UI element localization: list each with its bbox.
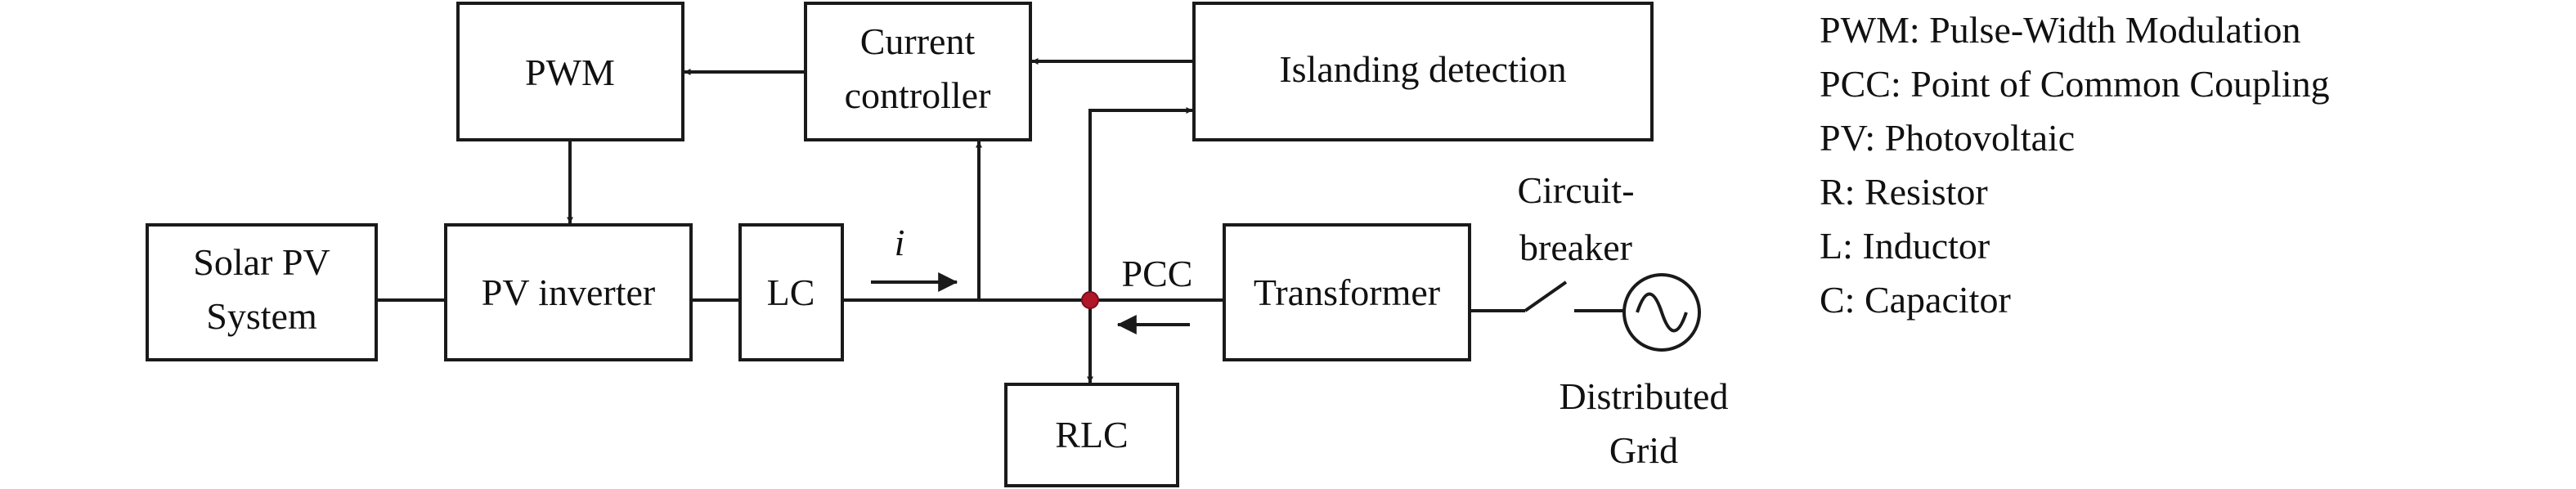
transformer-block: Transformer — [1223, 223, 1471, 361]
lc-block: LC — [738, 223, 844, 361]
pv-inverter-label: PV inverter — [482, 271, 656, 313]
solar-pv-system-label-line-1: Solar PV — [193, 241, 330, 283]
rlc-label: RLC — [1055, 414, 1128, 455]
circuit-breaker-label-line-2: breaker — [1519, 227, 1632, 268]
current-controller-label-line-1: Current — [860, 20, 976, 62]
pwm-label: PWM — [525, 52, 615, 93]
legend-item-l: L: Inductor — [1820, 225, 1990, 267]
islanding-detection-label: Islanding detection — [1279, 48, 1566, 90]
pv-inverter-block: PV inverter — [444, 223, 693, 361]
distributed-grid-label-line-1: Distributed — [1560, 375, 1729, 417]
transformer-label: Transformer — [1254, 271, 1440, 313]
islanding-detection-block: Islanding detection — [1192, 2, 1654, 141]
legend-item-c: C: Capacitor — [1820, 279, 2011, 321]
pwm-block: PWM — [456, 2, 684, 141]
circuit-breaker-switch — [1524, 280, 1568, 312]
current-controller-block: Current controller — [804, 2, 1032, 141]
legend-item-r: R: Resistor — [1820, 171, 1988, 213]
circuit-breaker-label-line-1: Circuit- — [1517, 169, 1634, 211]
pcc-node — [1081, 291, 1099, 309]
rlc-block: RLC — [1004, 383, 1179, 487]
solar-pv-system-block: Solar PV System — [146, 223, 378, 361]
solar-pv-system-label-line-2: System — [206, 295, 317, 337]
distributed-grid-label-line-2: Grid — [1609, 429, 1678, 471]
ac-source-icon — [1622, 273, 1701, 352]
legend-item-pcc: PCC: Point of Common Coupling — [1820, 63, 2330, 105]
legend-item-pwm: PWM: Pulse-Width Modulation — [1820, 9, 2300, 51]
current-controller-label-line-2: controller — [845, 74, 991, 116]
pcc-label: PCC — [1122, 253, 1193, 294]
legend: PWM: Pulse-Width Modulation PCC: Point o… — [1820, 9, 2330, 321]
lc-label: LC — [767, 271, 815, 313]
wire-pcc-to-islanding-detection — [1088, 107, 1193, 300]
current-label: i — [895, 222, 905, 263]
legend-item-pv: PV: Photovoltaic — [1820, 117, 2075, 159]
